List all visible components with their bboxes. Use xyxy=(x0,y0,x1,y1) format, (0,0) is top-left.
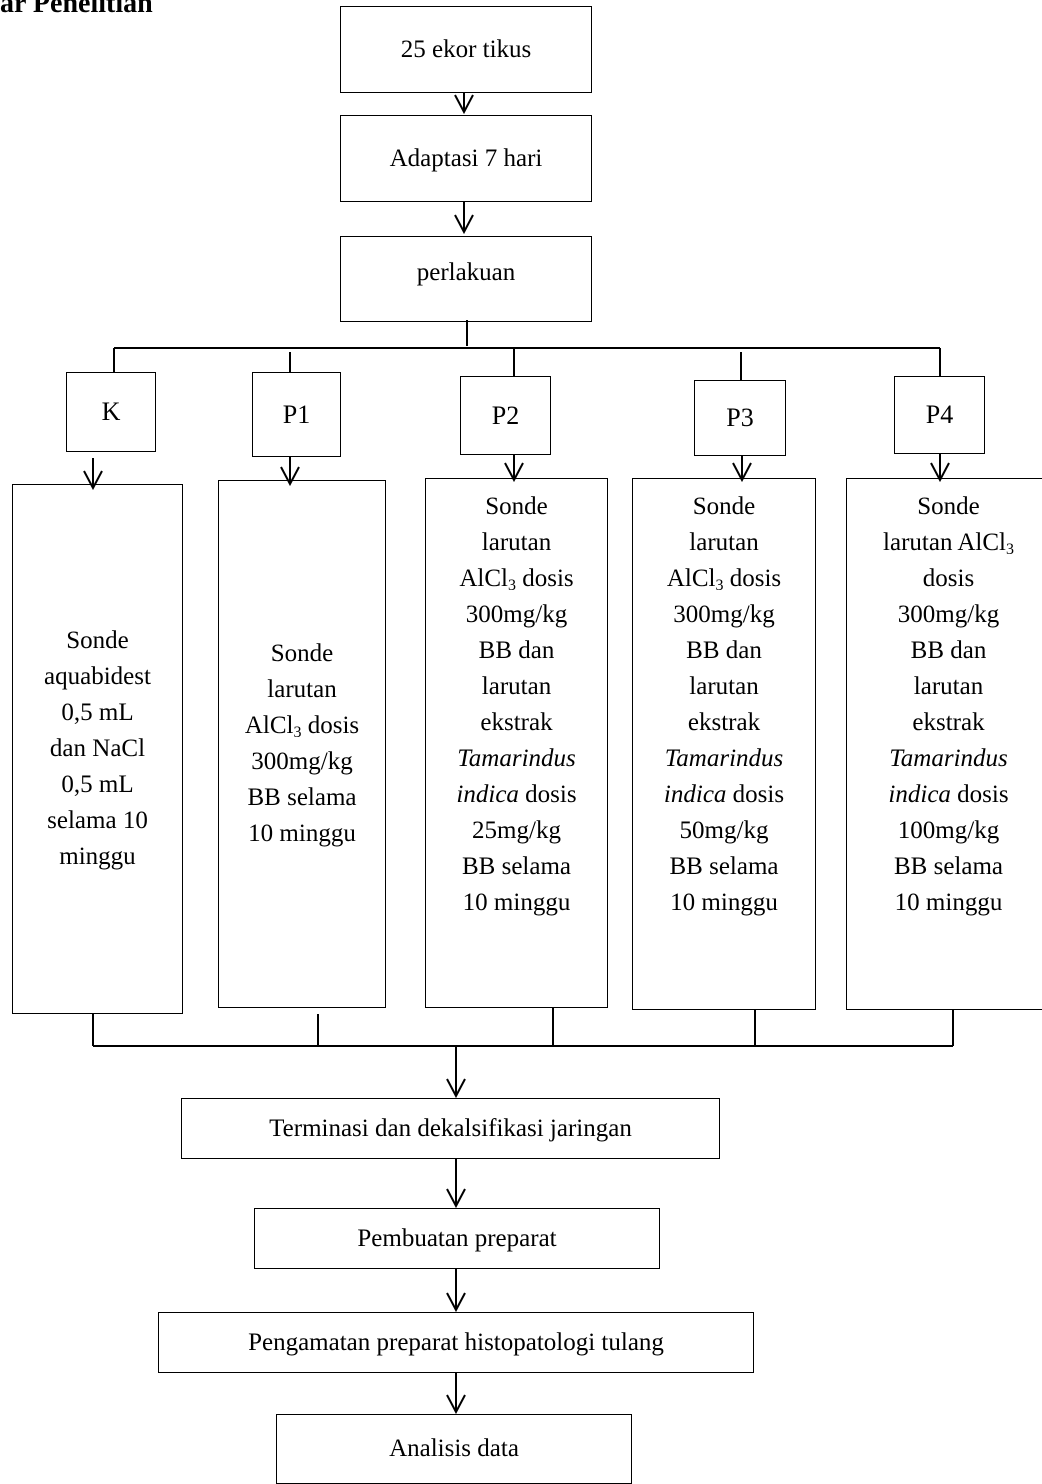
arrow-head xyxy=(454,94,474,115)
group-detail-line: 300mg/kg xyxy=(465,601,568,628)
arrow-head xyxy=(930,462,950,483)
group-detail-line: AlCl3 dosis xyxy=(244,712,360,741)
group-label-box-p1: P1 xyxy=(252,372,341,457)
step-start-text: 25 ekor tikus xyxy=(400,35,532,63)
group-detail-line: larutan xyxy=(913,673,984,700)
group-detail-line: 10 minggu xyxy=(462,889,571,916)
group-detail-line: AlCl3 dosis xyxy=(459,565,574,594)
group-label-box-p3: P3 xyxy=(694,380,786,456)
group-detail-line: Sonde xyxy=(66,627,129,654)
group-detail-box-p4: Sonde larutan AlCl3 dosis 300mg/kg BB dan lar… xyxy=(846,478,1042,1010)
group-detail-line: ekstrak xyxy=(912,709,985,736)
group-detail-line: 0,5 mL xyxy=(61,699,134,726)
step-preparation-box: Pembuatan preparat xyxy=(254,1208,660,1269)
group-detail-line: larutan xyxy=(689,673,759,700)
group-detail-line: 10 minggu xyxy=(894,889,1003,916)
step-adaptation-box: Adaptasi 7 hari xyxy=(340,115,592,202)
arrow-head xyxy=(83,470,103,491)
group-detail-line: larutan xyxy=(689,529,759,556)
step-analysis-text: Analisis data xyxy=(389,1435,519,1462)
group-detail-line: Tamarindus xyxy=(889,745,1008,772)
group-detail-line: ekstrak xyxy=(687,709,761,736)
step-observation-text: Pengamatan preparat histopatologi tulang xyxy=(248,1328,664,1356)
arrow-head xyxy=(504,462,524,483)
group-label-p2: P2 xyxy=(491,400,520,430)
group-detail-line: larutan xyxy=(267,676,337,703)
group-detail-line: Sonde xyxy=(692,493,756,520)
group-detail-line: BB dan xyxy=(686,637,762,664)
group-detail-line: 300mg/kg xyxy=(897,601,1000,628)
group-detail-line: Tamarindus xyxy=(457,745,576,772)
group-detail-line: indica dosis xyxy=(663,781,785,808)
group-detail-line: BB selama xyxy=(669,853,779,880)
group-detail-line: 0,5 mL xyxy=(61,771,134,798)
group-detail-text: Sonde aquabidest 0,5 mL dan NaCl 0,5 mL selam… xyxy=(44,623,151,875)
group-detail-line: 10 minggu xyxy=(248,820,356,847)
step-preparation-text: Pembuatan preparat xyxy=(357,1224,557,1252)
arrow-head xyxy=(446,1078,466,1099)
group-detail-line: larutan xyxy=(481,673,552,700)
arrow-head xyxy=(732,462,752,483)
group-detail-line: indica dosis xyxy=(456,781,577,808)
group-detail-line: 300mg/kg xyxy=(251,748,353,775)
group-detail-line: indica dosis xyxy=(888,781,1009,808)
group-detail-line: selama 10 xyxy=(47,807,148,834)
group-detail-line: dan NaCl xyxy=(49,735,146,762)
step-termination-box: Terminasi dan dekalsifikasi jaringan xyxy=(181,1098,720,1159)
arrow-head xyxy=(446,1188,466,1209)
group-detail-line: larutan AlCl3 xyxy=(883,529,1014,558)
arrow-head xyxy=(280,466,300,487)
step-analysis-box: Analisis data xyxy=(276,1414,632,1484)
group-detail-line: AlCl3 dosis xyxy=(666,565,782,594)
group-detail-line: dosis xyxy=(922,565,975,592)
group-label-p3: P3 xyxy=(726,403,754,432)
group-detail-line: 50mg/kg xyxy=(679,817,769,844)
step-termination-text: Terminasi dan dekalsifikasi jaringan xyxy=(269,1114,632,1142)
group-label-p4: P4 xyxy=(925,400,954,429)
group-label-box-k: K xyxy=(66,372,156,452)
group-detail-line: larutan xyxy=(481,529,552,556)
group-detail-line: 10 minggu xyxy=(670,889,778,916)
step-adaptation-text: Adaptasi 7 hari xyxy=(389,144,543,172)
group-detail-line: Tamarindus xyxy=(664,745,784,772)
section-heading: ar Penelitian xyxy=(0,0,153,19)
group-detail-line: Sonde xyxy=(917,493,980,520)
group-detail-line: BB dan xyxy=(478,637,555,664)
group-detail-line: 25mg/kg xyxy=(472,817,561,844)
group-detail-line: aquabidest xyxy=(44,663,151,690)
step-observation-box: Pengamatan preparat histopatologi tulang xyxy=(158,1312,754,1373)
group-detail-text: Sonde larutan AlCl3 dosis 300mg/kg BB dan lar… xyxy=(883,489,1014,921)
group-label-p1: P1 xyxy=(282,399,311,429)
group-detail-line: BB selama xyxy=(247,784,357,811)
group-label-k: K xyxy=(101,397,121,426)
arrow-head xyxy=(446,1394,466,1415)
group-detail-line: 100mg/kg xyxy=(897,817,1000,844)
group-detail-line: Sonde xyxy=(270,640,334,667)
group-detail-box-k: Sonde aquabidest 0,5 mL dan NaCl 0,5 mL selam… xyxy=(12,484,183,1014)
group-detail-line: Sonde xyxy=(485,493,548,520)
group-label-box-p4: P4 xyxy=(894,376,985,454)
step-treatment-box: perlakuan xyxy=(340,236,592,322)
step-treatment-text: perlakuan xyxy=(416,259,516,286)
group-detail-line: BB selama xyxy=(893,853,1003,880)
step-start-box: 25 ekor tikus xyxy=(340,6,592,93)
arrow-head xyxy=(454,214,474,235)
group-detail-line: minggu xyxy=(59,843,136,870)
group-detail-line: BB dan xyxy=(910,637,987,664)
group-detail-line: 300mg/kg xyxy=(673,601,775,628)
group-label-box-p2: P2 xyxy=(460,376,551,455)
arrow-head xyxy=(446,1292,466,1313)
group-detail-line: BB selama xyxy=(461,853,571,880)
group-detail-line: ekstrak xyxy=(480,709,553,736)
